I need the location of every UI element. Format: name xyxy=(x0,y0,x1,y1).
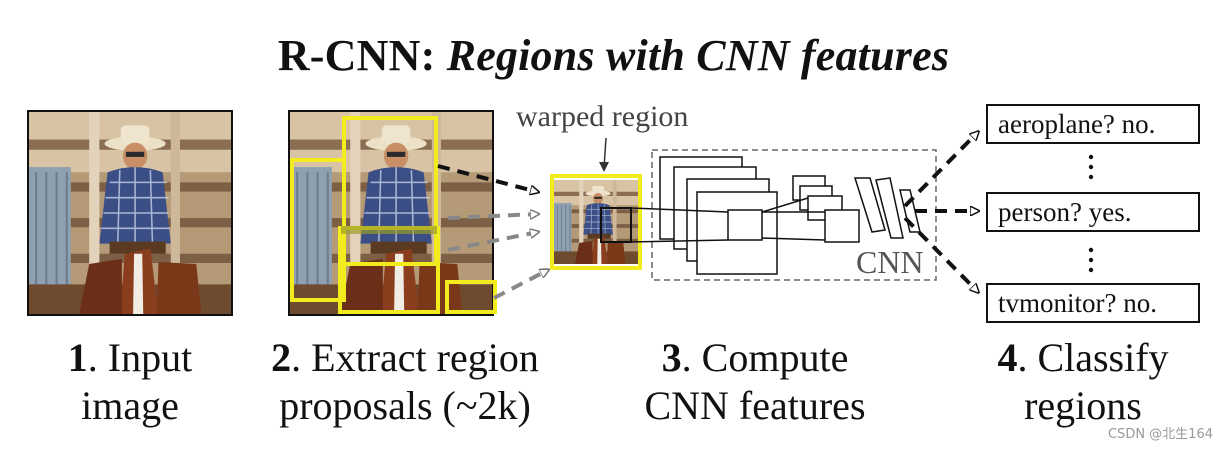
cnn-label: CNN xyxy=(856,244,924,280)
cnn-container xyxy=(651,149,937,281)
ellipsis-dots xyxy=(1088,154,1094,273)
cnn-layers xyxy=(630,156,921,275)
title-italic: Regions with CNN features xyxy=(446,31,950,80)
step-2-caption: 2. Extract region proposals (~2k) xyxy=(240,334,570,430)
step-1-number: 1 xyxy=(67,335,88,380)
class-tvmonitor: tvmonitor? no. xyxy=(986,283,1200,323)
region-proposal-boxes xyxy=(290,116,497,314)
warped-region-image xyxy=(550,174,642,270)
step-4-line1: . Classify xyxy=(1017,335,1169,380)
input-image xyxy=(27,110,233,316)
step-2-number: 2 xyxy=(271,335,292,380)
step-3-caption: 3. Compute CNN features xyxy=(615,334,895,430)
step-1-line1: . Input xyxy=(87,335,193,380)
step-1-caption: 1. Input image xyxy=(28,334,232,430)
step-3-line1: . Compute xyxy=(681,335,849,380)
proposal-arrows xyxy=(437,164,548,300)
step-2-line1: . Extract region xyxy=(291,335,539,380)
title-bold: R-CNN: xyxy=(277,31,447,80)
diagram-title: R-CNN: Regions with CNN features xyxy=(0,30,1227,81)
step-4-line2: regions xyxy=(1024,383,1142,428)
step-3-number: 3 xyxy=(661,335,682,380)
class-person: person? yes. xyxy=(986,192,1200,232)
class-arrows xyxy=(903,132,978,292)
step-2-line2: proposals (~2k) xyxy=(279,383,531,428)
proposals-image xyxy=(288,110,497,316)
step-3-line2: CNN features xyxy=(644,383,866,428)
step-4-caption: 4. Classify regions xyxy=(958,334,1208,430)
step-1-line2: image xyxy=(81,383,179,428)
class-aeroplane: aeroplane? no. xyxy=(986,104,1200,144)
watermark: CSDN @北生164 xyxy=(1107,427,1213,442)
step-4-number: 4 xyxy=(997,335,1018,380)
warped-region-label: warped region xyxy=(516,100,689,133)
